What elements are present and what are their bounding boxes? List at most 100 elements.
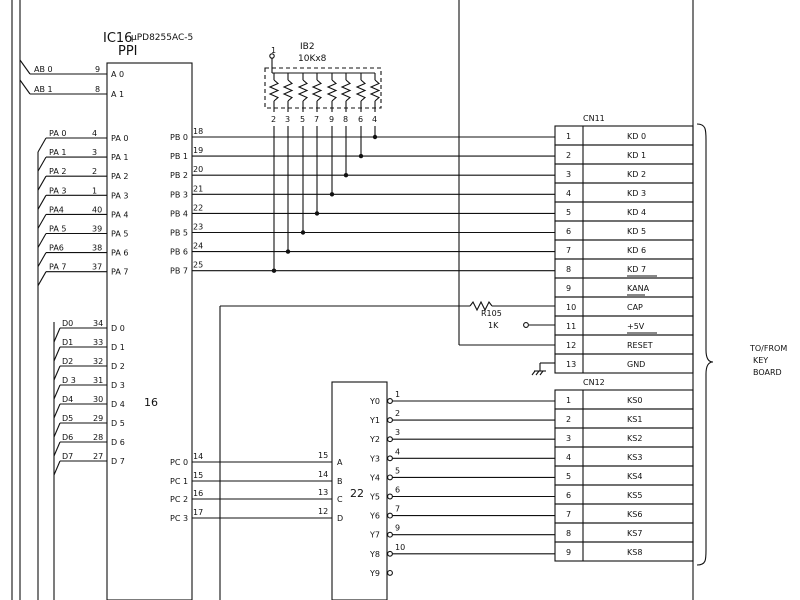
plus5v-terminal bbox=[523, 322, 529, 328]
cn12-row bbox=[554, 446, 694, 467]
pa-pin-label: PA 0 bbox=[111, 134, 128, 143]
cn11-signal-label: KD 4 bbox=[627, 208, 646, 217]
pa-pin-number: 3 bbox=[92, 148, 97, 157]
ic22-label: 22 bbox=[350, 487, 364, 500]
inversion-bubble bbox=[387, 531, 393, 538]
pa-bus-entry bbox=[37, 233, 47, 248]
cn12-row bbox=[554, 408, 694, 429]
d-net-label: D2 bbox=[62, 357, 73, 366]
cn12-row bbox=[554, 522, 694, 543]
rnet-resistor bbox=[268, 79, 280, 102]
d-bus-entry bbox=[53, 460, 61, 476]
cn12-pin-number: 6 bbox=[566, 491, 571, 500]
pa-bus-entry bbox=[37, 137, 47, 153]
d-bus-entry bbox=[53, 403, 61, 419]
ic22-output-label: Y0 bbox=[369, 397, 380, 406]
pa-net-label: PA 1 bbox=[49, 148, 66, 157]
inversion-bubble bbox=[387, 417, 393, 424]
ic22-input-label: D bbox=[337, 514, 343, 523]
cn11-pin-number: 13 bbox=[566, 360, 576, 369]
d-bus-entry bbox=[53, 327, 61, 343]
pb-pin-number: 22 bbox=[193, 203, 203, 212]
cn11-signal-label: GND bbox=[627, 360, 645, 369]
cn11-pin-number: 7 bbox=[566, 246, 571, 255]
pa-bus-entry bbox=[37, 175, 47, 191]
d-net-label: D5 bbox=[62, 414, 73, 423]
ic22-input-number: 13 bbox=[318, 488, 328, 497]
cn11-row bbox=[554, 239, 694, 260]
pb-pin-label: PB 0 bbox=[170, 133, 188, 142]
pb-pin-label: PB 2 bbox=[170, 171, 188, 180]
pb-pin-label: PB 5 bbox=[170, 229, 188, 238]
rnet-box bbox=[264, 67, 382, 109]
pa-pin-label: PA 1 bbox=[111, 153, 128, 162]
pb-pin-number: 21 bbox=[193, 184, 203, 193]
addr-pin-label: A 1 bbox=[111, 90, 124, 99]
pc-pin-label: PC 3 bbox=[170, 514, 188, 523]
pb-pin-label: PB 1 bbox=[170, 152, 188, 161]
inversion-bubble bbox=[387, 569, 393, 576]
junction-dot bbox=[358, 153, 364, 159]
junction-dot bbox=[285, 249, 291, 254]
d-pin-number: 28 bbox=[93, 433, 103, 442]
cn12-pin-number: 7 bbox=[566, 510, 571, 519]
cn12-row bbox=[554, 541, 694, 562]
pa-net-label: PA6 bbox=[49, 244, 64, 253]
rnet-pin-number: 2 bbox=[271, 115, 276, 124]
addr-pin-number: 8 bbox=[95, 85, 100, 94]
cn11-signal-label: +5V bbox=[627, 322, 645, 331]
cn11-pin-number: 4 bbox=[566, 189, 571, 198]
ic22-output-label: Y7 bbox=[369, 531, 380, 540]
pa-net-label: PA 2 bbox=[49, 167, 66, 176]
addr-pin-label: A 0 bbox=[111, 70, 124, 79]
cn12-pin-number: 2 bbox=[566, 415, 571, 424]
junction-dot bbox=[372, 134, 378, 140]
cn12-signal-label: KS5 bbox=[627, 491, 642, 500]
cn11-pin-number: 1 bbox=[566, 132, 571, 141]
ic22-output-number: 9 bbox=[395, 524, 400, 533]
ic22-input-label: A bbox=[337, 458, 343, 467]
pb-pin-label: PB 4 bbox=[170, 209, 188, 218]
pa-pin-number: 2 bbox=[92, 167, 97, 176]
ic22-output-label: Y1 bbox=[369, 416, 380, 425]
cn11-signal-label: KD 5 bbox=[627, 227, 646, 236]
cn11-pin-number: 5 bbox=[566, 208, 571, 217]
rnet-resistor bbox=[340, 79, 352, 102]
pa-pin-label: PA 3 bbox=[111, 191, 128, 200]
pb-pin-number: 19 bbox=[193, 146, 203, 155]
cn11-signal-label: KD 0 bbox=[627, 132, 646, 141]
pa-net-label: PA 0 bbox=[49, 129, 66, 138]
junction-dot bbox=[271, 268, 277, 273]
d-pin-label: D 1 bbox=[111, 343, 125, 352]
ic22-input-label: B bbox=[337, 477, 343, 486]
ic22-output-number: 6 bbox=[395, 486, 400, 495]
d-pin-label: D 4 bbox=[111, 400, 125, 409]
ic16-name: PPI bbox=[118, 44, 138, 59]
pc-pin-number: 14 bbox=[193, 452, 203, 461]
cn11-row bbox=[554, 125, 694, 146]
cn11-signal-label: KD 7 bbox=[627, 265, 646, 274]
cn11-row bbox=[554, 220, 694, 241]
cn11-row bbox=[554, 258, 694, 279]
r105-resistor bbox=[469, 300, 493, 312]
ic22-output-label: Y8 bbox=[369, 550, 380, 559]
gnd-hatch bbox=[535, 370, 540, 376]
d-bus-entry bbox=[53, 384, 61, 400]
d-pin-number: 30 bbox=[93, 395, 103, 404]
inversion-bubble bbox=[387, 398, 393, 404]
pc-pin-number: 15 bbox=[193, 471, 203, 480]
cn11-row bbox=[554, 144, 694, 165]
pa-bus-entry bbox=[37, 195, 47, 210]
junction-dot bbox=[329, 192, 335, 197]
cn11-pin-number: 10 bbox=[566, 303, 576, 312]
pa-bus-entry bbox=[37, 156, 47, 172]
pb-pin-label: PB 7 bbox=[170, 267, 188, 276]
pb-pin-number: 25 bbox=[193, 261, 203, 270]
d-net-label: D0 bbox=[62, 319, 73, 328]
cn11-ref: CN11 bbox=[583, 114, 605, 123]
pa-net-label: PA 7 bbox=[49, 263, 66, 272]
ic22-output-number: 7 bbox=[395, 505, 400, 514]
junction-dot bbox=[300, 230, 306, 235]
rnet-resistor bbox=[355, 79, 367, 102]
